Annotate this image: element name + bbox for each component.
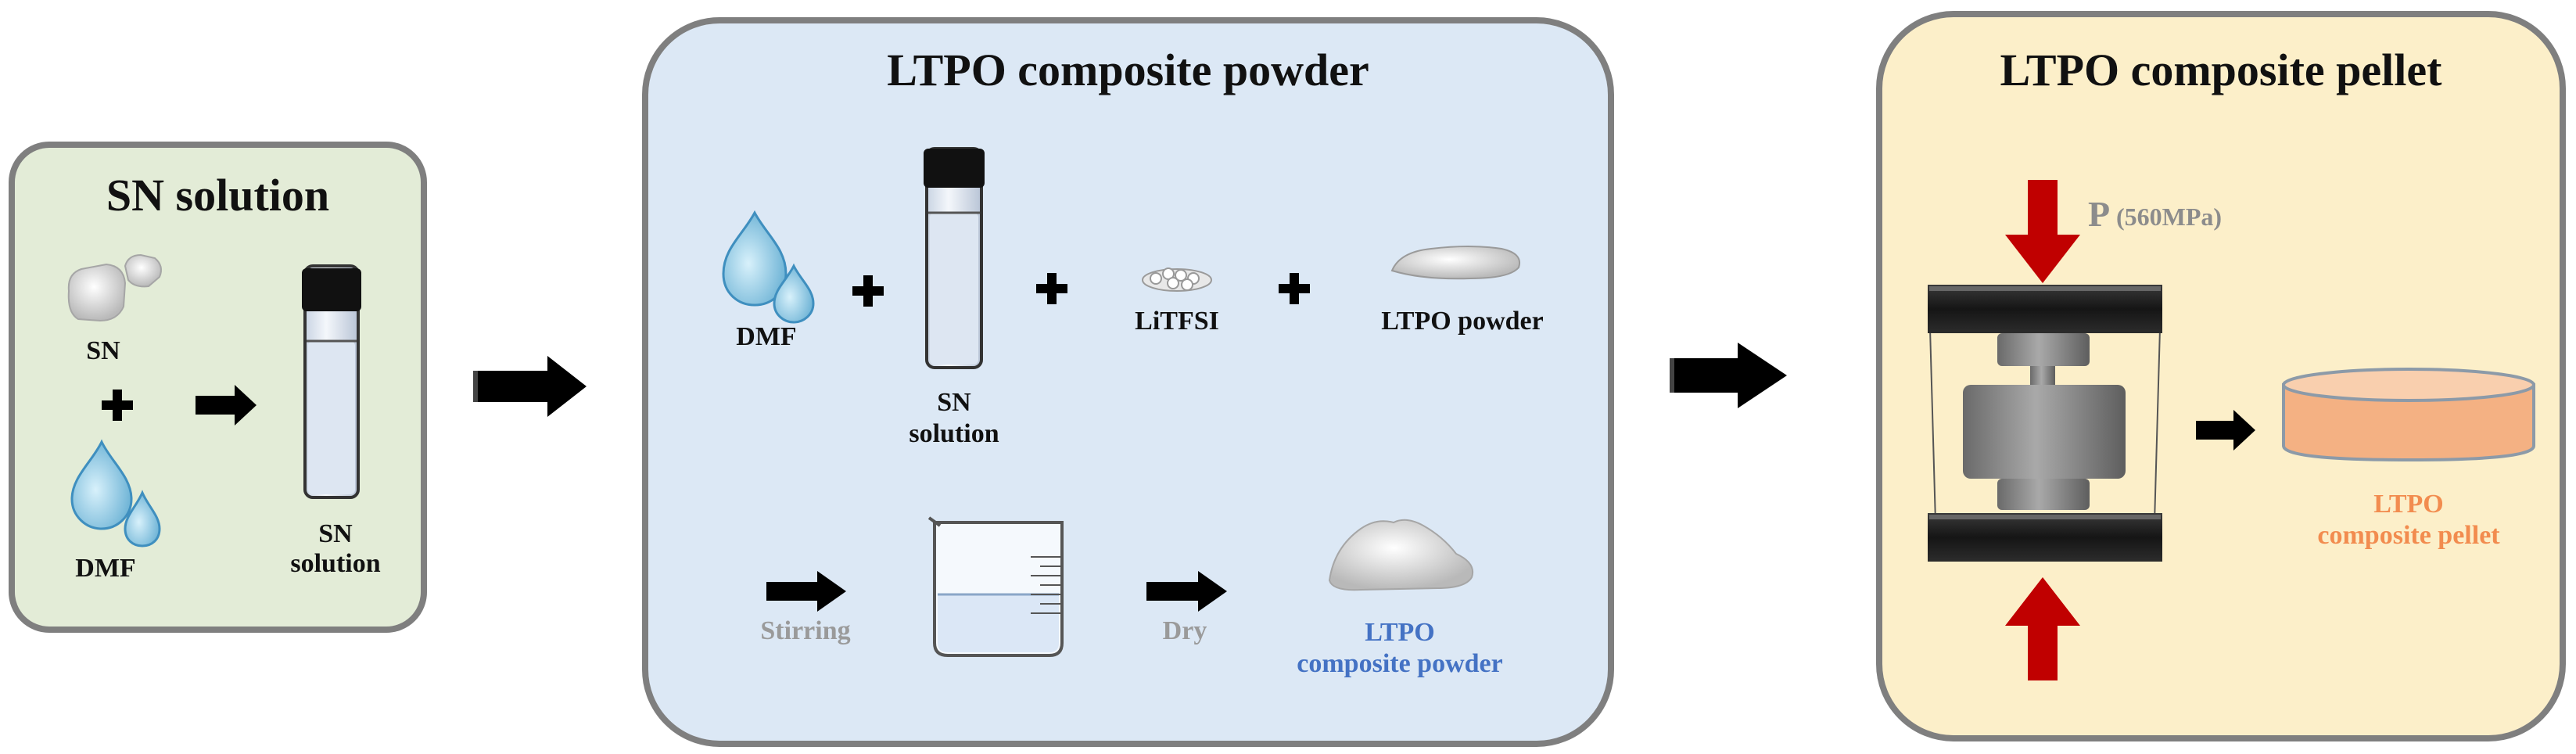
arrow-icon (2005, 180, 2080, 283)
dmf-label: DMF (736, 322, 797, 351)
dry-label: Dry (1162, 616, 1207, 645)
pressure-p-label: P (2088, 194, 2111, 234)
plus-icon (1279, 273, 1310, 304)
composite-pellet-title: LTPO composite pellet (2000, 45, 2442, 95)
pellet-icon (2282, 368, 2535, 462)
composite-powder-result-line1: LTPO (1365, 618, 1435, 647)
arrow-icon (473, 356, 587, 417)
plus-icon (102, 390, 133, 421)
powder-icon (1390, 246, 1520, 280)
litfsi-label: LiTFSI (1135, 307, 1219, 336)
composite-pellet-result-line1: LTPO (2373, 490, 2444, 519)
droplet-icon (722, 210, 815, 324)
composite-powder-title: LTPO composite powder (887, 45, 1369, 95)
sn-label: SN (86, 336, 120, 365)
powder-icon (67, 253, 162, 322)
powder-icon (1142, 267, 1212, 292)
vial-label-line1: SN (937, 388, 971, 417)
vial-icon (302, 264, 361, 499)
stirring-label: Stirring (760, 616, 851, 645)
vial-label-line2: solution (909, 419, 999, 448)
vial-label-line2: solution (290, 549, 381, 578)
arrow-icon (1670, 343, 1787, 408)
arrow-icon (196, 385, 257, 425)
pressure-value-label: (560MPa) (2116, 203, 2223, 231)
composite-pellet-result-line2: composite pellet (2317, 521, 2500, 550)
ltpo-powder-label: LTPO powder (1381, 307, 1544, 336)
press-icon (1928, 285, 2162, 562)
arrow-icon (2005, 577, 2080, 680)
vial-label-line1: SN (318, 519, 353, 548)
beaker-icon (927, 516, 1064, 657)
arrow-icon (766, 571, 846, 612)
droplet-icon (70, 439, 161, 548)
dmf-label: DMF (75, 554, 136, 583)
arrow-icon (2196, 410, 2255, 451)
arrow-icon (1146, 571, 1227, 612)
composite-powder-result-line2: composite powder (1297, 649, 1503, 678)
plus-icon (1036, 273, 1067, 304)
vial-icon (924, 147, 985, 369)
powder-icon (1328, 519, 1473, 591)
plus-icon (852, 275, 884, 307)
sn-solution-title: SN solution (106, 170, 330, 221)
